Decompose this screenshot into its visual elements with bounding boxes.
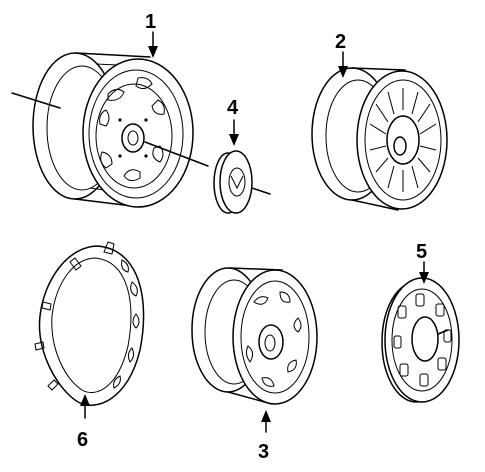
callout-3: 3 — [258, 441, 269, 463]
callout-4: 4 — [227, 97, 239, 119]
callout-6: 6 — [77, 429, 88, 451]
part-5-hubcap: 5 — [381, 241, 460, 403]
part-2-styled-wheel: 2 — [311, 31, 448, 211]
part-6-wheel-cover: 6 — [34, 241, 145, 451]
part-1-steel-wheel: 1 — [11, 11, 209, 208]
part-4-center-cap: 4 — [213, 97, 271, 214]
part-3-steel-wheel: 3 — [191, 267, 318, 463]
callout-1: 1 — [145, 11, 156, 33]
callout-2: 2 — [335, 31, 346, 53]
callout-5: 5 — [416, 241, 427, 263]
